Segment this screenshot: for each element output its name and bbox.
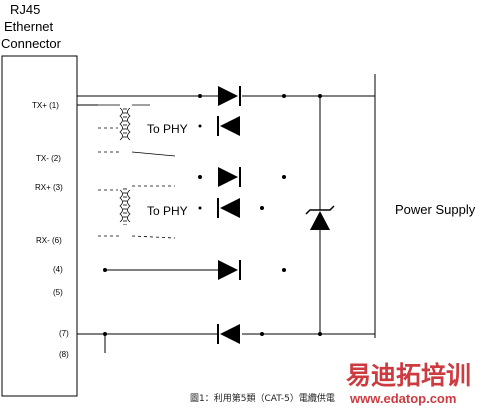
watermark-url: www.edatop.com [349, 391, 456, 406]
junction-dots [103, 94, 322, 336]
pin-label-8: (8) [59, 350, 69, 359]
diode-2 [217, 116, 240, 136]
pin-label-5: (5) [53, 288, 63, 297]
pin-label-rx-minus: RX- (6) [36, 236, 62, 245]
diode-6 [217, 324, 240, 344]
figure-caption: 圖1：利用第5類（CAT-5）電纜供電 [190, 392, 335, 404]
watermark: 易迪拓培训 www.edatop.com [346, 361, 471, 406]
watermark-brand: 易迪拓培训 [346, 361, 471, 390]
connector-title-line2: Ethernet [4, 19, 54, 34]
power-supply-label: Power Supply [395, 202, 476, 217]
pin-label-tx-plus: TX+ (1) [32, 101, 59, 110]
zener-diode [305, 205, 335, 230]
connector-box [1, 55, 78, 397]
to-phy-label-1: To PHY [147, 122, 188, 136]
diode-4 [217, 198, 240, 218]
wires [77, 74, 376, 353]
pin-label-tx-minus: TX- (2) [36, 154, 61, 163]
diode-5 [218, 260, 241, 280]
pin-label-rx-plus: RX+ (3) [35, 183, 63, 192]
connector-title-line3: Connector [1, 36, 62, 51]
diode-1 [218, 86, 241, 106]
connector-title-line1: RJ45 [10, 2, 40, 17]
transformer-2 [98, 185, 176, 239]
diode-3 [218, 167, 241, 187]
pin-label-7: (7) [59, 329, 69, 338]
pin-label-4: (4) [53, 265, 63, 274]
to-phy-label-2: To PHY [147, 204, 188, 218]
transformer-1 [98, 104, 176, 157]
